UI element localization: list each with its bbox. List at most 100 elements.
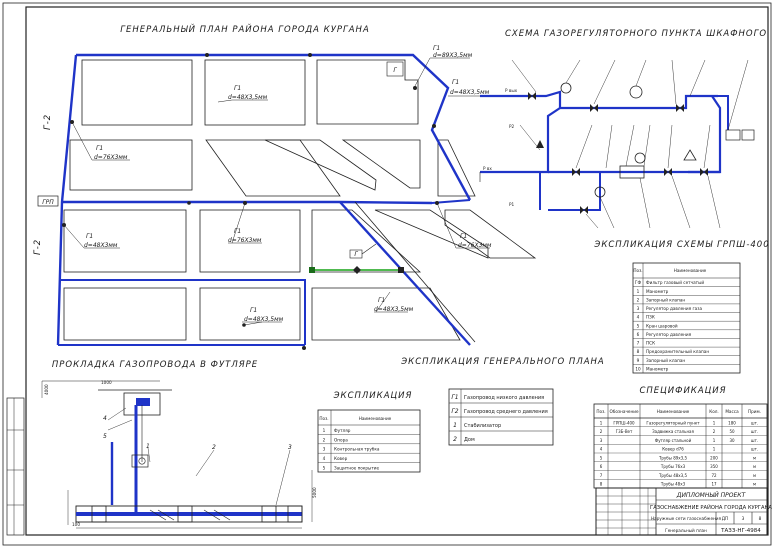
pipe-callout: Г1 d=89Х3,5мм	[414, 45, 473, 87]
legend-text: Газопровод среднего давления	[464, 409, 548, 415]
casing-drawing: 1000 5000 4000 100 4 5 1 2 3	[41, 380, 317, 529]
table-cell-name: Футляр	[334, 428, 351, 433]
regulator-icon	[629, 85, 643, 99]
table-cell-name: ПЗК	[646, 315, 655, 320]
svg-text:Г1: Г1	[234, 228, 241, 235]
block	[204, 59, 306, 126]
table-cell-name: Опора	[334, 437, 348, 442]
table-cell-pos: 9	[637, 358, 640, 363]
callout: 1	[146, 443, 150, 450]
spec-cell: 3	[600, 438, 603, 443]
sheet-content: Генеральный план	[665, 528, 707, 533]
table-cell-pos: ГФ	[635, 280, 642, 285]
spec-cell: м	[753, 464, 756, 469]
spec-cell: 2	[600, 429, 603, 434]
table-cell-name: Запорный клапан	[646, 358, 685, 363]
dim-label: 1000	[101, 380, 112, 385]
spec-header: Наименование	[657, 409, 690, 414]
gas-pipeline-main	[76, 53, 472, 201]
svg-text:Поз.: Поз.	[633, 268, 642, 273]
margin-stamp	[6, 397, 25, 536]
svg-text:Г1: Г1	[378, 297, 385, 304]
table-cell-pos: 6	[637, 332, 640, 337]
svg-text:d=76Х3мм: d=76Х3мм	[458, 242, 492, 249]
grpsh-scheme-title: СХЕМА ГАЗОРЕГУЛЯТОРНОГО ПУНКТА ШКАФНОГО	[505, 29, 767, 39]
spec-cell: Ковер d76	[662, 447, 684, 452]
spec-cell: 17	[711, 482, 717, 487]
svg-text:Наименование: Наименование	[359, 416, 392, 421]
dim-label: 4000	[44, 384, 49, 395]
dim-label: 100	[72, 522, 80, 527]
spec-cell: 6	[600, 464, 603, 469]
legend-code: Г1	[451, 394, 458, 401]
dim-label: 5000	[312, 487, 317, 498]
spec-cell: Г3Б-Вет	[616, 429, 633, 434]
callout: 5	[103, 433, 107, 440]
legend-text: Стабилизатор	[464, 423, 501, 429]
svg-text:d=48Х3,5мм: d=48Х3,5мм	[244, 316, 284, 323]
table-cell-name: Ковер	[334, 456, 348, 461]
spec-cell: Газорегуляторный пункт	[646, 420, 700, 425]
table-cell-pos: 10	[635, 367, 641, 372]
regulator-node	[353, 266, 361, 274]
table-cell-name: Защитное покрытие	[334, 466, 380, 471]
spec-cell: 1	[713, 438, 716, 443]
building-mark: Г	[393, 67, 397, 74]
block	[374, 209, 489, 259]
spec-header: Масса	[725, 409, 739, 414]
section-label-g2: Г-2	[43, 114, 53, 130]
grp-label: ГРП	[42, 199, 54, 206]
block	[205, 139, 341, 197]
grpsh-scheme: Р вх Р вых Р1 Р2	[479, 59, 755, 229]
spec-cell: ГРПШ-400	[613, 420, 635, 425]
spec-cell: шт.	[751, 420, 758, 425]
spec-header: Кол.	[709, 409, 719, 414]
callout: 4	[103, 415, 107, 422]
block	[341, 139, 421, 189]
expl-plan-title: ЭКСПЛИКАЦИЯ ГЕНЕРАЛЬНОГО ПЛАНА	[400, 357, 605, 367]
pipe-callout: Г1 d=48Х3,5мм	[374, 291, 414, 313]
svg-text:Г1: Г1	[234, 85, 241, 92]
pipe-callout: Г1 d=48Х3,5мм	[242, 307, 284, 326]
spec-cell: 350	[710, 464, 718, 469]
svg-text:d=76Х3мм: d=76Х3мм	[228, 237, 262, 244]
building-mark-box	[386, 61, 404, 77]
svg-text:d=48Х3,5мм: d=48Х3,5мм	[374, 306, 414, 313]
spec-cell: шт.	[751, 447, 758, 452]
table-cell-pos: 5	[323, 466, 326, 471]
general-plan-title: ГЕНЕРАЛЬНЫЙ ПЛАН РАЙОНА ГОРОДА КУРГАНА	[120, 23, 370, 35]
table-cell-name: Манометр	[646, 367, 669, 372]
table-cell-pos: 7	[637, 341, 640, 346]
spec-cell: 72	[711, 473, 717, 478]
spec-cell: 7	[600, 473, 603, 478]
block	[311, 287, 461, 341]
spec-cell: Трубы 89х3,5	[658, 455, 688, 460]
pipe-callout: Г1 d=76Х3мм	[71, 121, 130, 161]
block	[199, 287, 301, 341]
table-cell-name: Контрольная трубка	[334, 447, 380, 452]
block	[69, 139, 193, 191]
filter-icon	[619, 165, 645, 179]
spec-cell: 2	[713, 429, 716, 434]
spec-cell: 8	[600, 482, 603, 487]
svg-text:Г1: Г1	[250, 307, 257, 314]
spec-cell: 1	[600, 420, 603, 425]
general-plan: Г Г Г-2 Г-2 ГРП Г1 d=89Х3,5мм Г1 d=48Х3,…	[33, 45, 537, 350]
legend-code: 2	[453, 436, 457, 443]
drawing-frame	[25, 6, 769, 536]
spec-header: Прим.	[748, 409, 761, 414]
block	[264, 139, 377, 191]
spec-cell: шт.	[751, 438, 758, 443]
legend-code: Г2	[451, 408, 458, 415]
svg-text:d=76Х3мм: d=76Х3мм	[94, 154, 128, 161]
pressure-label: Р1	[509, 202, 515, 207]
gas-pipeline-diagonal	[339, 201, 471, 346]
spec-cell: 30	[729, 438, 735, 443]
block	[311, 209, 422, 273]
svg-text:Г1: Г1	[452, 79, 459, 86]
svg-text:d=89Х3,5мм: d=89Х3,5мм	[433, 52, 473, 59]
